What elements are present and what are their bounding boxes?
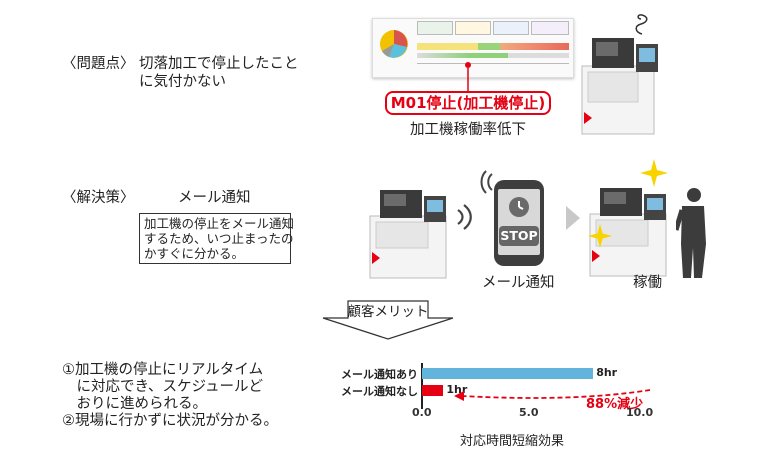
benefit-line2: に対応でき、スケジュールど [62, 379, 263, 395]
solution-title: メール通知 [178, 190, 251, 206]
problem-text-line2: に気付かない [139, 74, 226, 90]
machine-icon [581, 38, 658, 135]
chevron-right-icon [566, 206, 580, 230]
chart-bar-without-mail [422, 385, 444, 396]
chart-x-axis-title: 対応時間短縮効果 [460, 434, 565, 449]
problem-label: 〈問題点〉 [62, 56, 135, 72]
dashboard-card-3 [493, 21, 529, 35]
sparkle-icon [588, 224, 612, 248]
benefit-line1: ①加工機の停止にリアルタイム [62, 362, 264, 378]
benefit-arrow-label: 顧客メリット [347, 304, 429, 320]
reduction-annotation: 88%減少 [586, 397, 644, 412]
solution-description-line1: 加工機の停止をメール通知 [144, 216, 295, 231]
sparkle-icon [640, 159, 668, 187]
result-caption: 稼働 [633, 275, 662, 291]
stop-badge: STOP [499, 226, 539, 246]
chart-bar-with-mail [422, 368, 594, 379]
pie-chart-icon [380, 30, 408, 58]
machine-icon [589, 188, 667, 277]
phone-caption: メール通知 [482, 275, 555, 291]
chart-tick-label: 5.0 [519, 406, 539, 419]
problem-text-line1: 切落加工で停止したこと [139, 56, 299, 72]
dashboard-card-2 [455, 21, 491, 35]
smartphone: STOP [494, 180, 544, 266]
confusion-icon [635, 14, 648, 35]
chart-value-label-0: 8hr [596, 366, 618, 379]
dashboard-thumbnail [372, 18, 574, 78]
dashboard-card-1 [417, 21, 453, 35]
chart-category-label-1: メール通知なし [341, 385, 418, 398]
dashboard-axis [417, 63, 569, 64]
chart-category-label-0: メール通知あり [341, 368, 418, 381]
problem-caption: 加工機稼働率低下 [410, 122, 526, 138]
operator-icon [676, 188, 706, 278]
dashboard-timeline-bar [417, 43, 569, 50]
solution-label: 〈解決策〉 [62, 190, 135, 206]
alarm-callout: M01停止(加工機停止) [385, 91, 551, 115]
solution-description-line2: するため、いつ止まったの [144, 231, 294, 246]
chart-tick-label: 0.0 [412, 406, 432, 419]
clock-icon [509, 197, 529, 217]
wifi-signal-icon [457, 204, 472, 230]
solution-description-line3: かすぐに分かる。 [144, 246, 245, 261]
solution-description-box: 加工機の停止をメール通知 するため、いつ止まったの かすぐに分かる。 [139, 213, 295, 264]
benefit-line4: ②現場に行かずに状況が分かる。 [62, 413, 278, 429]
reduction-arrow [454, 389, 651, 401]
chart-tick-label: 10.0 [626, 406, 654, 419]
dashboard-timeline-bar-2 [417, 53, 569, 58]
benefit-arrow [322, 300, 454, 340]
machine-icon [369, 190, 447, 279]
benefit-line3: おりに進められる。 [62, 396, 207, 412]
dashboard-card-4 [531, 21, 569, 35]
notification-wave-icon [480, 170, 493, 194]
response-time-chart: メール通知あり メール通知なし 8hr 1hr 88%減少 0.0 5.0 10… [330, 355, 710, 455]
alarm-connector [465, 62, 471, 93]
